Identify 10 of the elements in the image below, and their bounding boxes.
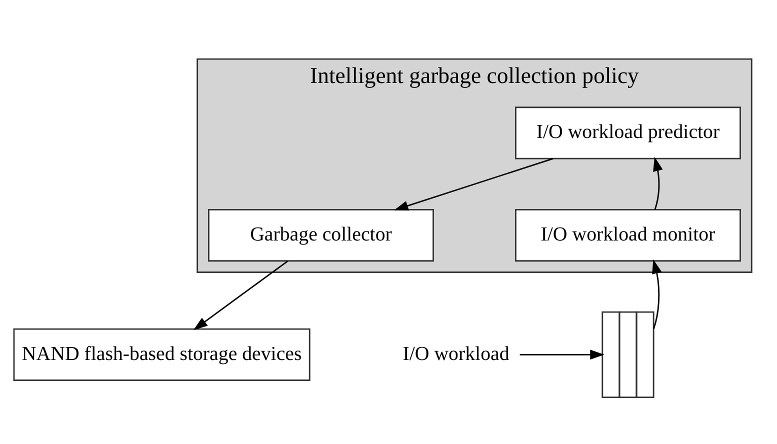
node-box: NAND flash-based storage devices (13, 328, 310, 380)
arrow (653, 156, 663, 210)
node-text: I/O workload (402, 342, 510, 364)
node-box: Garbage collector (208, 208, 434, 262)
node-box: I/O workload monitor (515, 208, 741, 262)
arrow (652, 258, 662, 329)
arrow (394, 157, 554, 210)
node-box: I/O workload predictor (515, 106, 741, 159)
arrow (520, 349, 604, 360)
arrow (193, 260, 288, 330)
